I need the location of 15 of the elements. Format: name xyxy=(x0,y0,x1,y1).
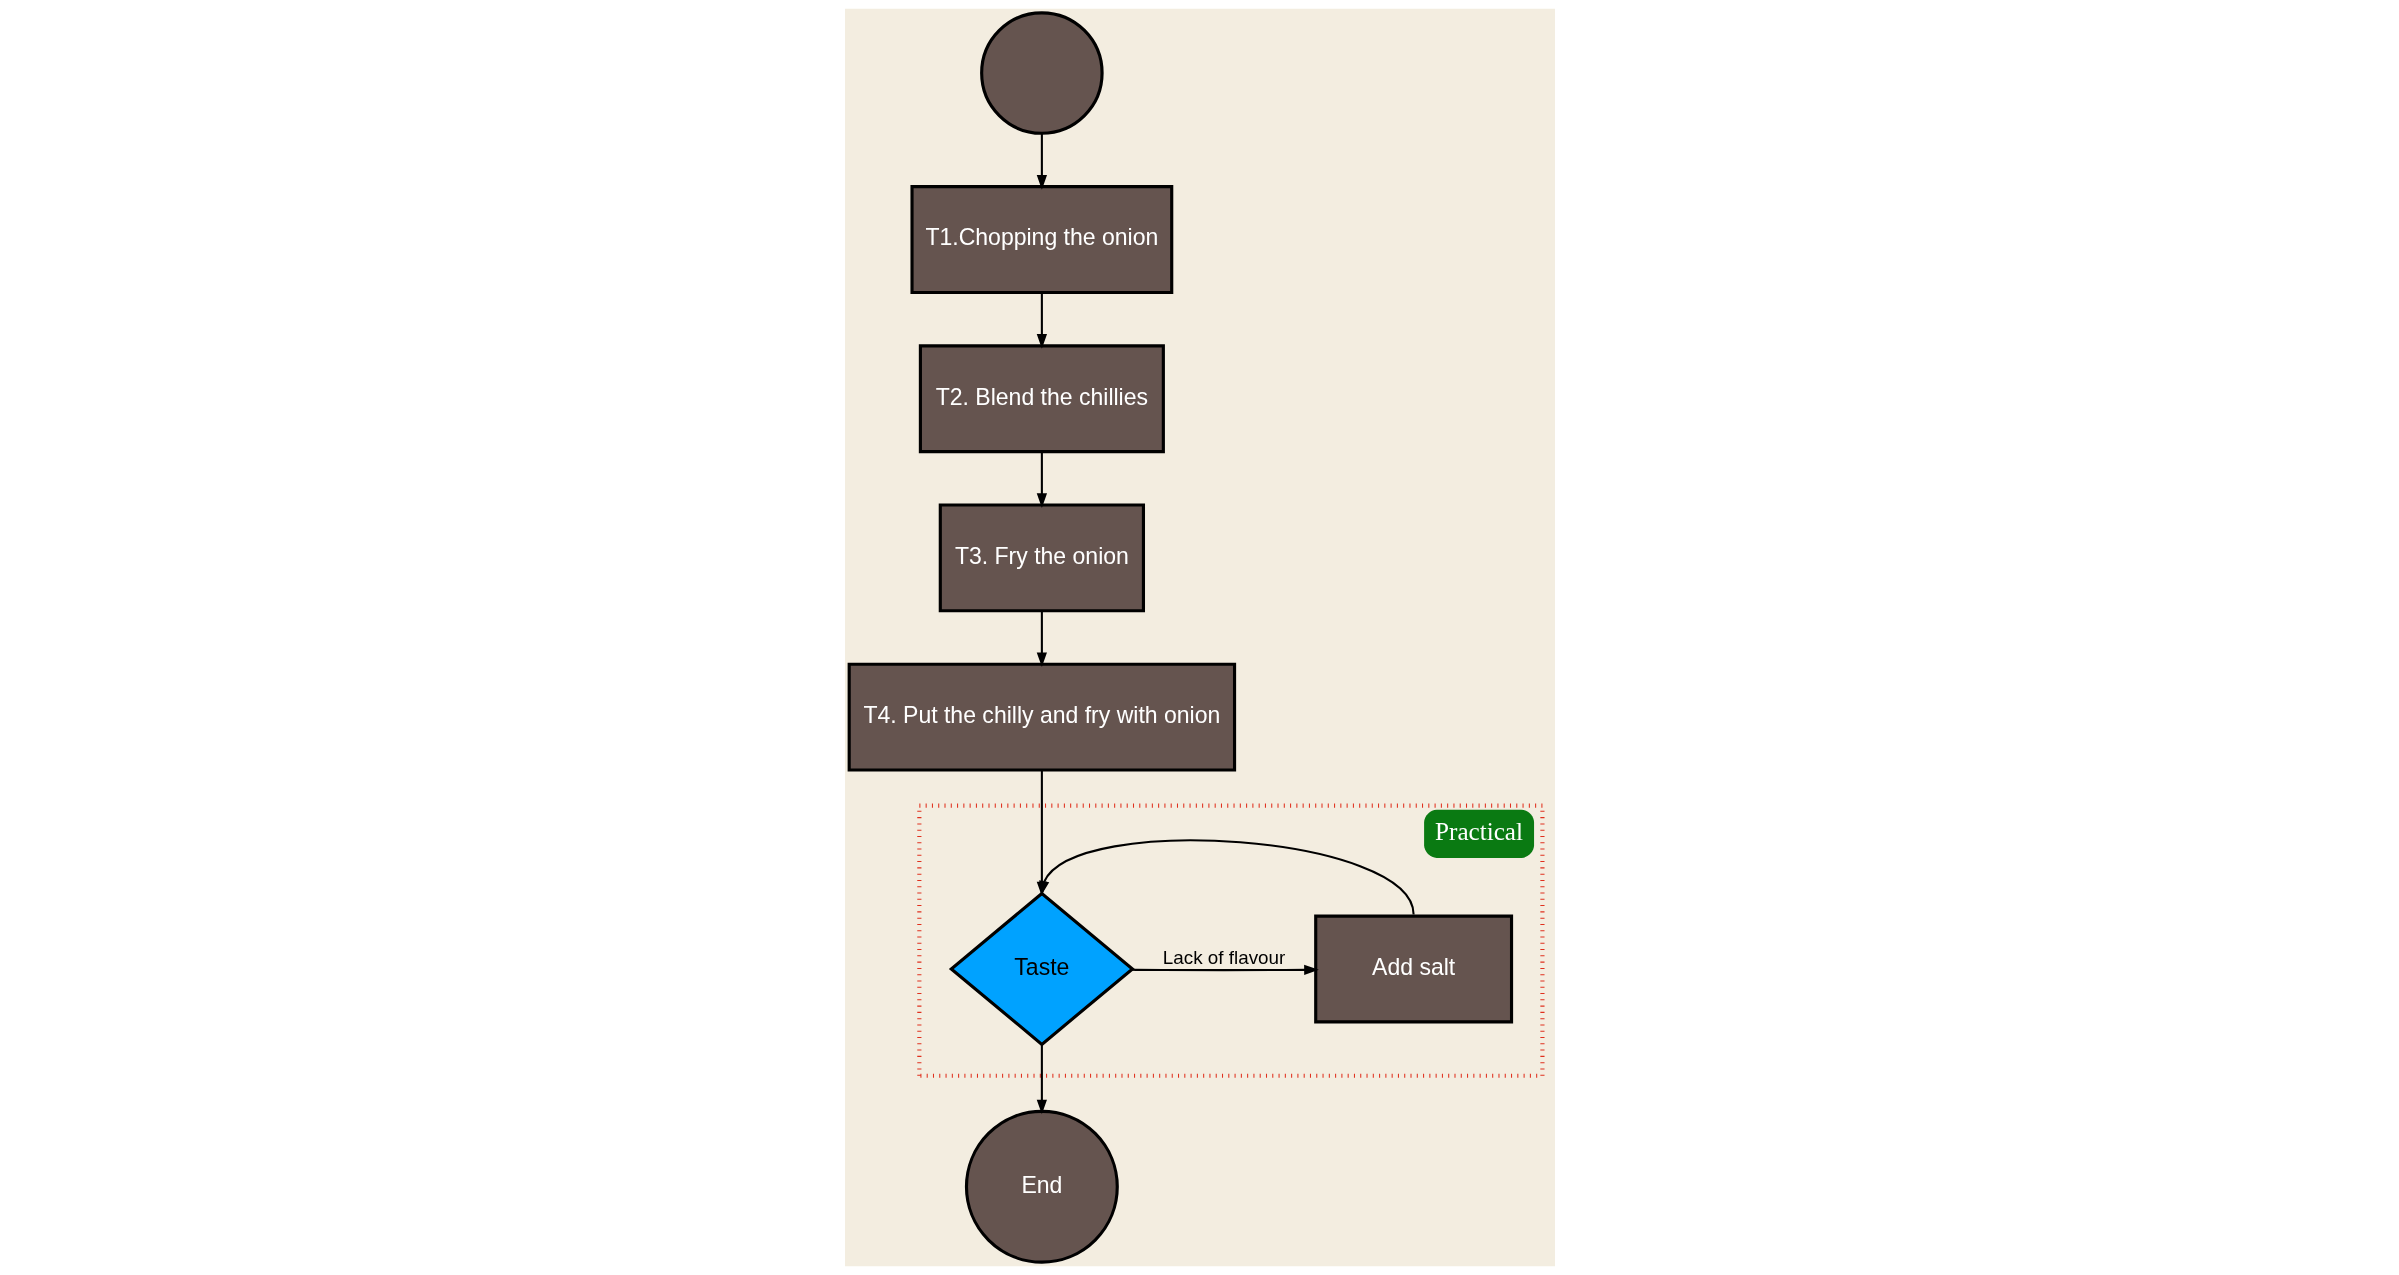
edge-label: Lack of flavour xyxy=(1162,947,1285,969)
node-box: T3. Fry the onion xyxy=(938,503,1145,613)
arrow xyxy=(1036,610,1047,668)
node-circle: End xyxy=(964,1109,1119,1264)
node-box: Add salt xyxy=(1313,914,1513,1024)
node-diamond: Taste xyxy=(948,891,1135,1047)
node-box: T1.Chopping the onion xyxy=(909,185,1173,294)
arrow xyxy=(1036,292,1047,349)
node-circle xyxy=(979,11,1104,135)
arrow xyxy=(1131,964,1319,976)
arrow xyxy=(1036,1044,1047,1115)
arrow xyxy=(1036,451,1047,508)
node-box: T4. Put the chilly and fry with onion xyxy=(847,662,1236,772)
node-box: T2. Blend the chillies xyxy=(918,344,1165,454)
arrow xyxy=(1036,133,1047,190)
